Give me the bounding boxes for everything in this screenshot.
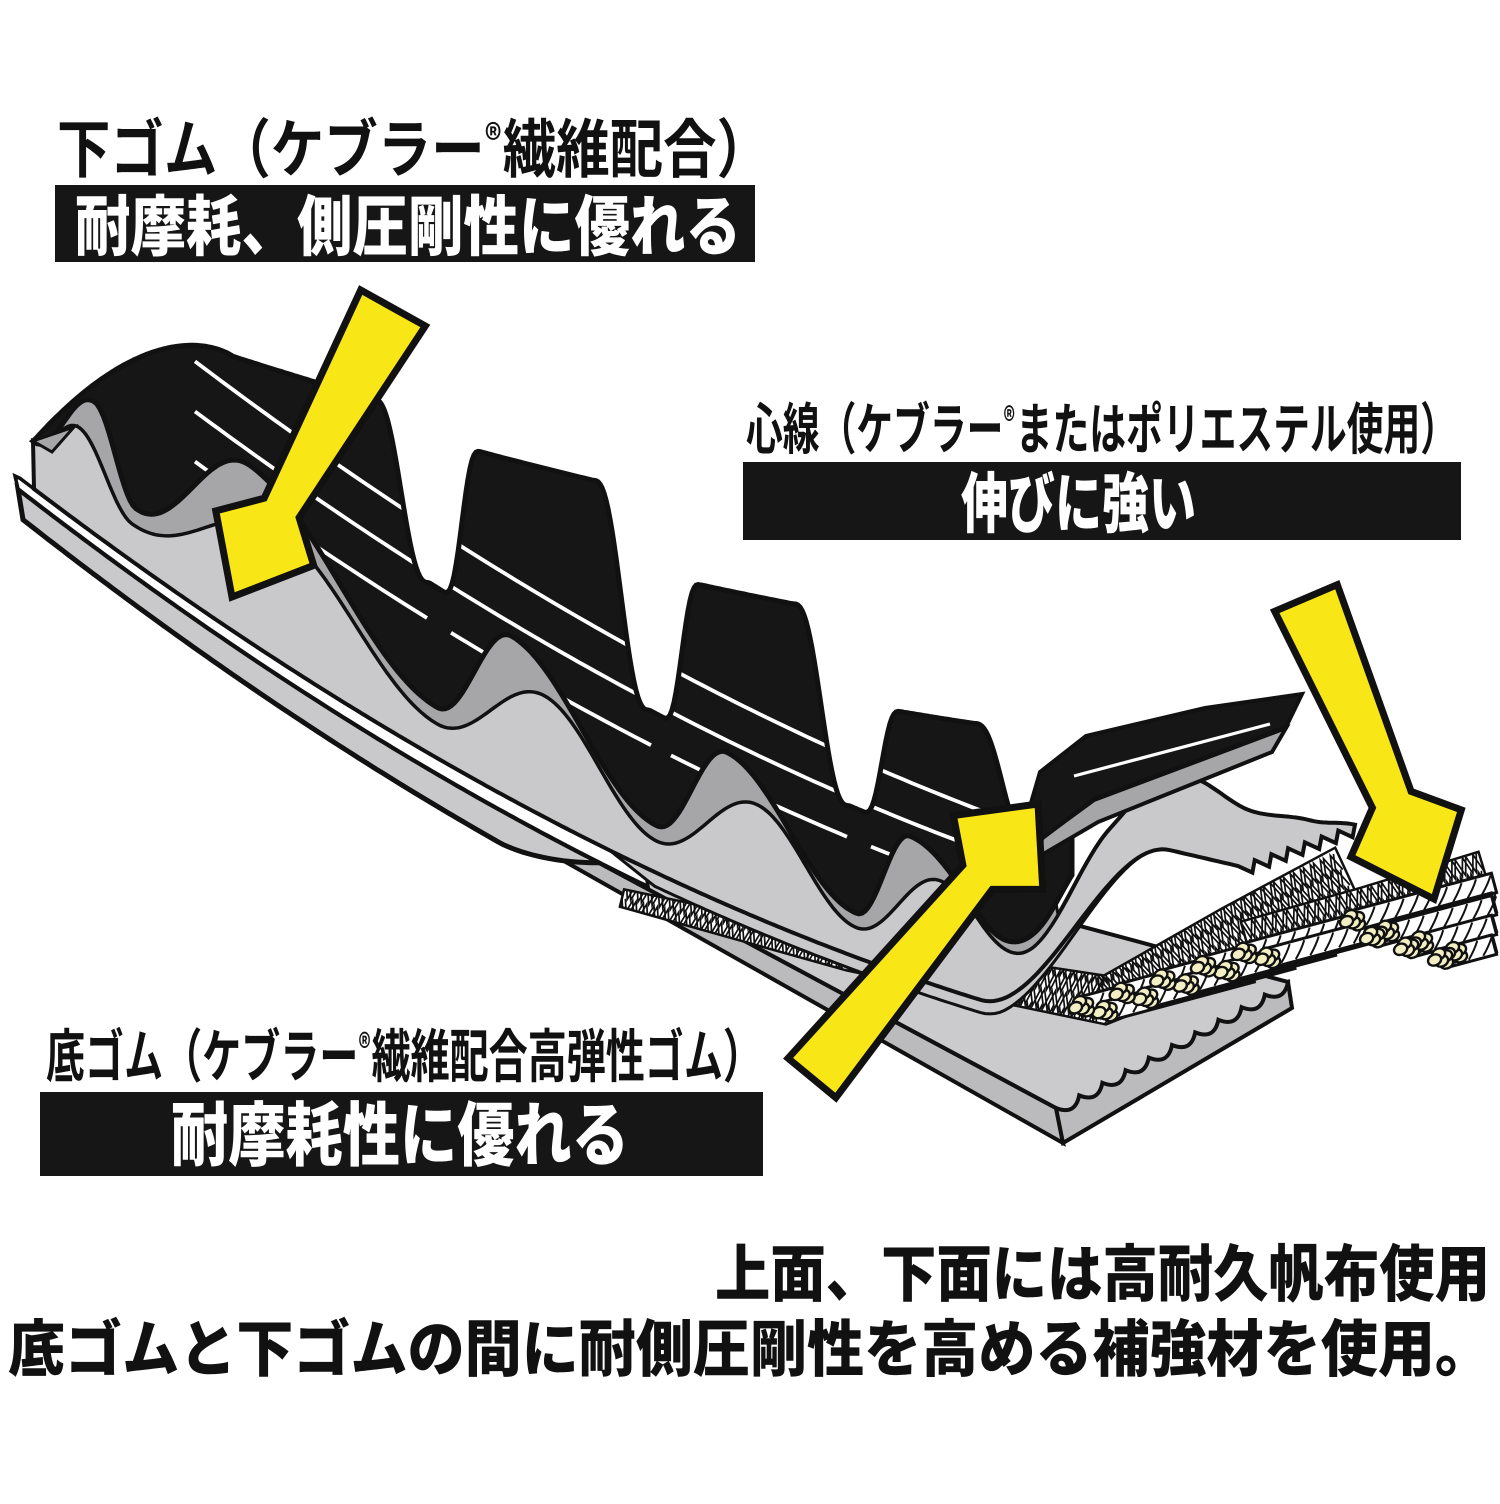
cord-feature-glyphs	[961, 470, 1194, 534]
text-glyphs	[8, 116, 1486, 1378]
arrow-down-right-icon	[1269, 580, 1466, 905]
bottom-rubber-title-glyphs	[46, 1026, 737, 1083]
arrow-down-left-icon	[211, 285, 431, 602]
core-cords-right	[1338, 871, 1499, 970]
flap-top	[1010, 691, 1306, 870]
cord-feature-bar	[743, 462, 1461, 540]
arrow-up-right-icon	[783, 800, 1047, 1103]
bottom-rubber-feature-glyphs	[172, 1100, 623, 1167]
lower-rubber-feature-glyphs	[76, 193, 735, 257]
footnote-line1-glyphs	[717, 1242, 1486, 1303]
footnote-line2-glyphs	[8, 1316, 1456, 1378]
label-bars	[40, 185, 1461, 1176]
tip-cut-sliver	[29, 423, 79, 454]
bottom-rubber-feature-bar	[40, 1092, 763, 1176]
cord-title-glyphs	[746, 400, 1433, 455]
callout-arrows	[211, 285, 1466, 1103]
lower-rubber-title-glyphs	[59, 116, 735, 179]
